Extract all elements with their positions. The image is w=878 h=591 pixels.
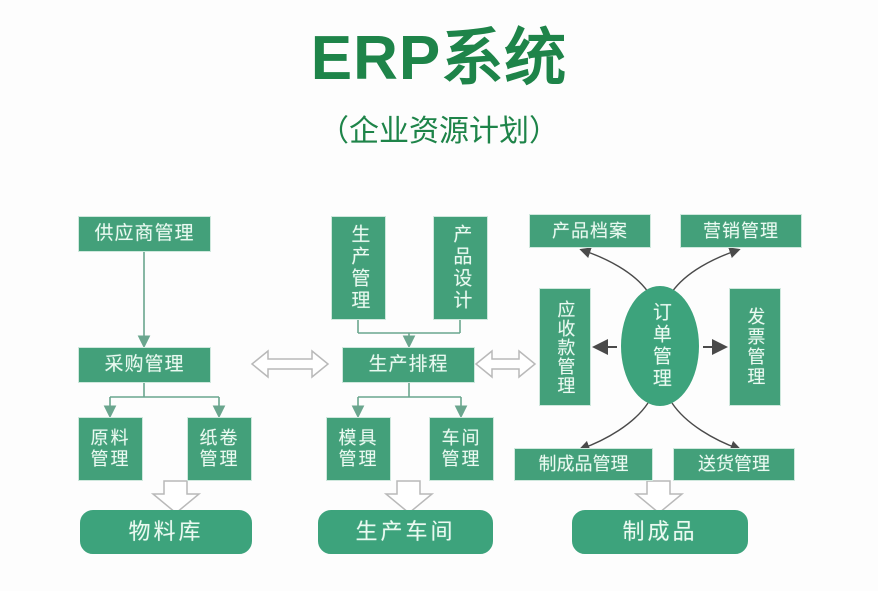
node-label: 产品档案: [552, 220, 628, 241]
node-label: 物料库: [128, 519, 204, 545]
node-label: 营销管理: [703, 220, 779, 241]
node-label: 制成品: [622, 519, 698, 545]
node-label-line1: 车间: [441, 428, 482, 449]
connector-scheduling-to-shop: [351, 383, 468, 419]
node-supplier-management[interactable]: 供应商管理: [78, 216, 211, 252]
page-title: ERP系统: [310, 24, 568, 93]
node-paper-roll-management[interactable]: 纸卷 管理: [187, 417, 252, 481]
connector-purchase-scheduling-double-arrow: [250, 349, 330, 379]
node-marketing-management[interactable]: 营销管理: [680, 214, 802, 248]
node-invoice-management[interactable]: 发票管理: [729, 288, 781, 406]
node-label-line1: 原料: [90, 428, 131, 449]
node-label: 订单管理: [649, 302, 671, 390]
node-label: 制成品管理: [538, 454, 629, 475]
connector-order-to-delivery: [671, 402, 742, 452]
connector-scheduling-receivables-double-arrow: [474, 349, 537, 379]
node-production-scheduling[interactable]: 生产排程: [342, 347, 475, 383]
node-receivables-management[interactable]: 应收款管理: [539, 288, 591, 406]
node-label: 送货管理: [698, 454, 770, 475]
node-label: 供应商管理: [94, 223, 195, 245]
node-delivery-management[interactable]: 送货管理: [673, 448, 795, 481]
node-label: 应收款管理: [555, 299, 576, 395]
node-product-archive[interactable]: 产品档案: [529, 214, 651, 248]
node-production-workshop[interactable]: 生产车间: [318, 510, 493, 554]
connector-production-to-scheduling: [357, 320, 461, 349]
node-material-warehouse[interactable]: 物料库: [80, 510, 252, 554]
node-label: 生产车间: [355, 519, 456, 545]
node-finished-goods[interactable]: 制成品: [572, 510, 748, 554]
node-workshop-management[interactable]: 车间 管理: [429, 417, 494, 481]
node-label-line2: 管理: [338, 449, 379, 469]
node-label-line2: 管理: [90, 449, 131, 469]
page-subtitle: （企业资源计划）: [319, 115, 559, 148]
connector-purchase-to-materials: [103, 383, 226, 419]
node-purchase-management[interactable]: 采购管理: [78, 347, 211, 383]
node-raw-material-management[interactable]: 原料 管理: [78, 417, 143, 481]
node-label: 发票管理: [745, 307, 766, 387]
connector-order-to-finished-goods-mgmt: [578, 402, 649, 452]
node-label: 生产管理: [348, 224, 370, 312]
connector-order-to-product-archive: [579, 247, 649, 293]
connector-materials-to-warehouse: [150, 480, 202, 514]
node-label-line2: 管理: [441, 449, 482, 469]
node-label: 采购管理: [104, 354, 185, 376]
node-label-line1: 模具: [338, 428, 379, 449]
connector-shop-to-production-workshop: [383, 480, 435, 514]
node-finished-goods-management[interactable]: 制成品管理: [514, 448, 653, 481]
node-label-line2: 管理: [199, 449, 240, 469]
node-order-management[interactable]: 订单管理: [621, 286, 699, 406]
node-production-management[interactable]: 生产管理: [331, 216, 386, 320]
node-label: 产品设计: [450, 224, 472, 312]
connector-order-to-marketing: [671, 247, 741, 293]
node-product-design[interactable]: 产品设计: [433, 216, 488, 320]
connector-finished-mgmt-to-finished-goods: [633, 480, 685, 514]
node-label: 生产排程: [368, 354, 449, 376]
node-mold-management[interactable]: 模具 管理: [326, 417, 391, 481]
node-label-line1: 纸卷: [199, 428, 240, 449]
